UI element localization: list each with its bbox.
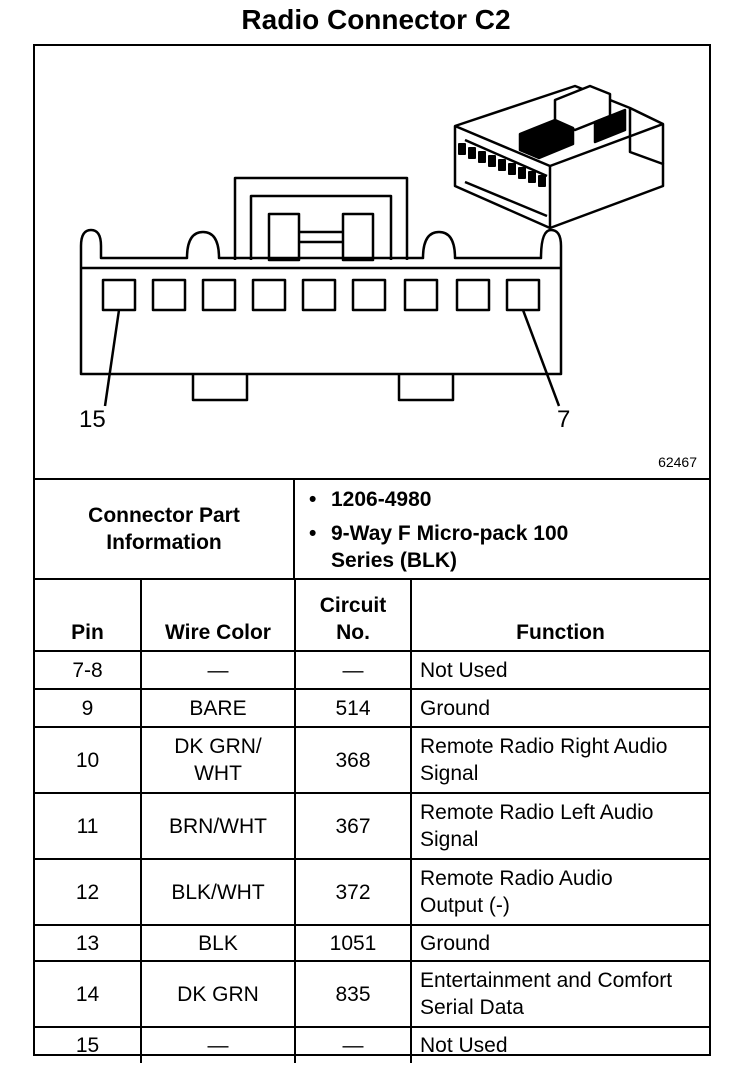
pin-cell: 10 bbox=[35, 726, 142, 794]
pin-cell: 14 bbox=[35, 960, 142, 1028]
pin-cell: 7-8 bbox=[35, 650, 142, 690]
function-cell: Entertainment and Comfort Serial Data bbox=[410, 960, 709, 1028]
function-cell: Remote Radio Audio Output (-) bbox=[410, 858, 709, 926]
header-pin: Pin bbox=[35, 580, 142, 652]
table-row: 13 BLK 1051 Ground bbox=[35, 924, 709, 962]
wire-color-cell: — bbox=[140, 1026, 296, 1063]
function-cell: Ground bbox=[410, 924, 709, 962]
circuit-cell: 367 bbox=[294, 792, 412, 860]
wire-color-cell: DK GRN/ WHT bbox=[140, 726, 296, 794]
header-circuit-no: Circuit No. bbox=[294, 580, 412, 652]
part-info-label: Connector Part Information bbox=[35, 480, 295, 578]
connector-part-information: Connector Part Information 1206-4980 9-W… bbox=[35, 478, 709, 580]
table-row: 11 BRN/WHT 367 Remote Radio Left Audio S… bbox=[35, 792, 709, 860]
circuit-cell: 1051 bbox=[294, 924, 412, 962]
function-cell: Ground bbox=[410, 688, 709, 728]
function-cell: Not Used bbox=[410, 1026, 709, 1063]
table-row: 14 DK GRN 835 Entertainment and Comfort … bbox=[35, 960, 709, 1028]
wire-color-cell: BLK/WHT bbox=[140, 858, 296, 926]
pin-label-7: 7 bbox=[557, 406, 571, 433]
wire-color-cell: BARE bbox=[140, 688, 296, 728]
pin-label-15: 15 bbox=[79, 406, 106, 433]
circuit-cell: 368 bbox=[294, 726, 412, 794]
wire-color-cell: BRN/WHT bbox=[140, 792, 296, 860]
function-cell: Not Used bbox=[410, 650, 709, 690]
pin-cell: 13 bbox=[35, 924, 142, 962]
connector-3d-view bbox=[453, 84, 665, 230]
figure-number: 62467 bbox=[658, 454, 697, 470]
function-cell: Remote Radio Left Audio Signal bbox=[410, 792, 709, 860]
table-row: 10 DK GRN/ WHT 368 Remote Radio Right Au… bbox=[35, 726, 709, 794]
connector-sheet: 15 7 62467 Connector Part Information 12… bbox=[33, 44, 711, 1063]
table-row: 15 — — Not Used bbox=[35, 1026, 709, 1063]
header-wire-color: Wire Color bbox=[140, 580, 296, 652]
table-row: 9 BARE 514 Ground bbox=[35, 688, 709, 728]
connector-front-view bbox=[79, 176, 563, 407]
connector-description: 9-Way F Micro-pack 100 Series (BLK) bbox=[303, 520, 581, 574]
page-title: Radio Connector C2 bbox=[241, 4, 511, 35]
table-row: 7-8 — — Not Used bbox=[35, 650, 709, 690]
pin-cell: 11 bbox=[35, 792, 142, 860]
part-info-list: 1206-4980 9-Way F Micro-pack 100 Series … bbox=[303, 486, 581, 581]
circuit-cell: — bbox=[294, 1026, 412, 1063]
wire-color-cell: BLK bbox=[140, 924, 296, 962]
wire-color-cell: DK GRN bbox=[140, 960, 296, 1028]
part-number: 1206-4980 bbox=[303, 486, 581, 513]
pin-cell: 15 bbox=[35, 1026, 142, 1063]
circuit-cell: 835 bbox=[294, 960, 412, 1028]
pin-table-header: Pin Wire Color Circuit No. Function bbox=[35, 580, 709, 652]
wire-color-cell: — bbox=[140, 650, 296, 690]
circuit-cell: 372 bbox=[294, 858, 412, 926]
pin-cell: 9 bbox=[35, 688, 142, 728]
circuit-cell: — bbox=[294, 650, 412, 690]
pin-cell: 12 bbox=[35, 858, 142, 926]
function-cell: Remote Radio Right Audio Signal bbox=[410, 726, 709, 794]
circuit-cell: 514 bbox=[294, 688, 412, 728]
header-function: Function bbox=[410, 580, 709, 652]
pin-table: Pin Wire Color Circuit No. Function 7-8 … bbox=[35, 580, 709, 1063]
table-row: 12 BLK/WHT 372 Remote Radio Audio Output… bbox=[35, 858, 709, 926]
connector-diagram: 15 7 62467 bbox=[35, 46, 709, 478]
